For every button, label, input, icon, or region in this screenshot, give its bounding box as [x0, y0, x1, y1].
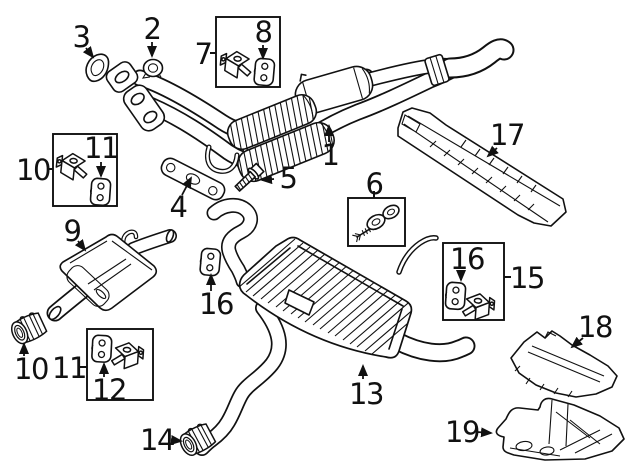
callout-label-13[interactable]: 13: [349, 377, 384, 411]
insulator-12: [90, 334, 113, 364]
callout-label-12[interactable]: 12: [92, 373, 127, 407]
gasket-3: [85, 53, 110, 83]
callout-label-10a[interactable]: 10: [16, 153, 51, 187]
manifold-flange-lower: [122, 84, 166, 132]
callout-label-8[interactable]: 8: [255, 15, 274, 49]
left-tailpipe: [194, 300, 287, 456]
callout-label-1[interactable]: 1: [322, 138, 340, 172]
intermediate-pipe: [206, 198, 259, 289]
front-pipe-assembly: [105, 38, 515, 186]
muffler-patch-plate: [284, 289, 315, 316]
insulator-8: [252, 57, 276, 87]
insulator-11: [88, 177, 112, 207]
callout-label-2[interactable]: 2: [144, 12, 162, 46]
callout-label-6[interactable]: 6: [366, 167, 385, 201]
callout-label-11a[interactable]: 11: [84, 131, 119, 165]
callout-label-3[interactable]: 3: [73, 20, 92, 54]
clamp-14: [175, 420, 218, 460]
pipe-junction-sleeve: [424, 53, 450, 87]
skid-plate-19: [495, 397, 625, 461]
callout-label-11b[interactable]: 11: [52, 351, 87, 385]
catalytic-converter-upper: [226, 91, 318, 153]
arrow-18: [570, 336, 584, 349]
callout-label-17[interactable]: 17: [490, 118, 525, 152]
callout-label-16a[interactable]: 16: [199, 287, 234, 321]
callout-arrows: [19, 42, 584, 445]
insulator-16b: [443, 281, 467, 311]
arrow-14: [170, 435, 183, 445]
arrow-4: [181, 176, 192, 196]
center-muffler-body: [59, 233, 158, 312]
callout-label-4[interactable]: 4: [170, 190, 189, 224]
arrow-19: [476, 427, 493, 438]
callout-label-7[interactable]: 7: [195, 37, 213, 71]
arrow-9: [74, 239, 87, 252]
rear-muffler-body: [238, 236, 413, 359]
arrow-3: [82, 46, 95, 59]
heat-shield-18: [510, 330, 618, 398]
arrow-5: [260, 174, 275, 185]
stud-6: [352, 204, 400, 243]
arrow-17: [486, 145, 499, 158]
callout-label-10b[interactable]: 10: [14, 352, 49, 386]
callout-label-5[interactable]: 5: [280, 161, 298, 195]
callout-label-16b[interactable]: 16: [450, 242, 485, 276]
callout-label-15[interactable]: 15: [510, 261, 545, 295]
rear-muffler-ribs: [239, 238, 412, 355]
hanger-insulator-16: [198, 247, 222, 277]
heat-shield-17: [397, 107, 567, 227]
bolt-5: [234, 162, 265, 192]
callout-label-14[interactable]: 14: [140, 423, 175, 457]
callout-labels: 3 2 7 8 1 17 10 11 4 5 6 9 16 16 15 13 1…: [14, 12, 613, 457]
clamp-10: [6, 309, 49, 348]
callout-label-9[interactable]: 9: [64, 214, 83, 248]
manifold-flange-upper: [105, 61, 139, 93]
callout-label-18[interactable]: 18: [578, 310, 613, 344]
callout-label-19[interactable]: 19: [445, 415, 480, 449]
nut-2: [141, 58, 164, 79]
center-muffler: [46, 229, 177, 322]
